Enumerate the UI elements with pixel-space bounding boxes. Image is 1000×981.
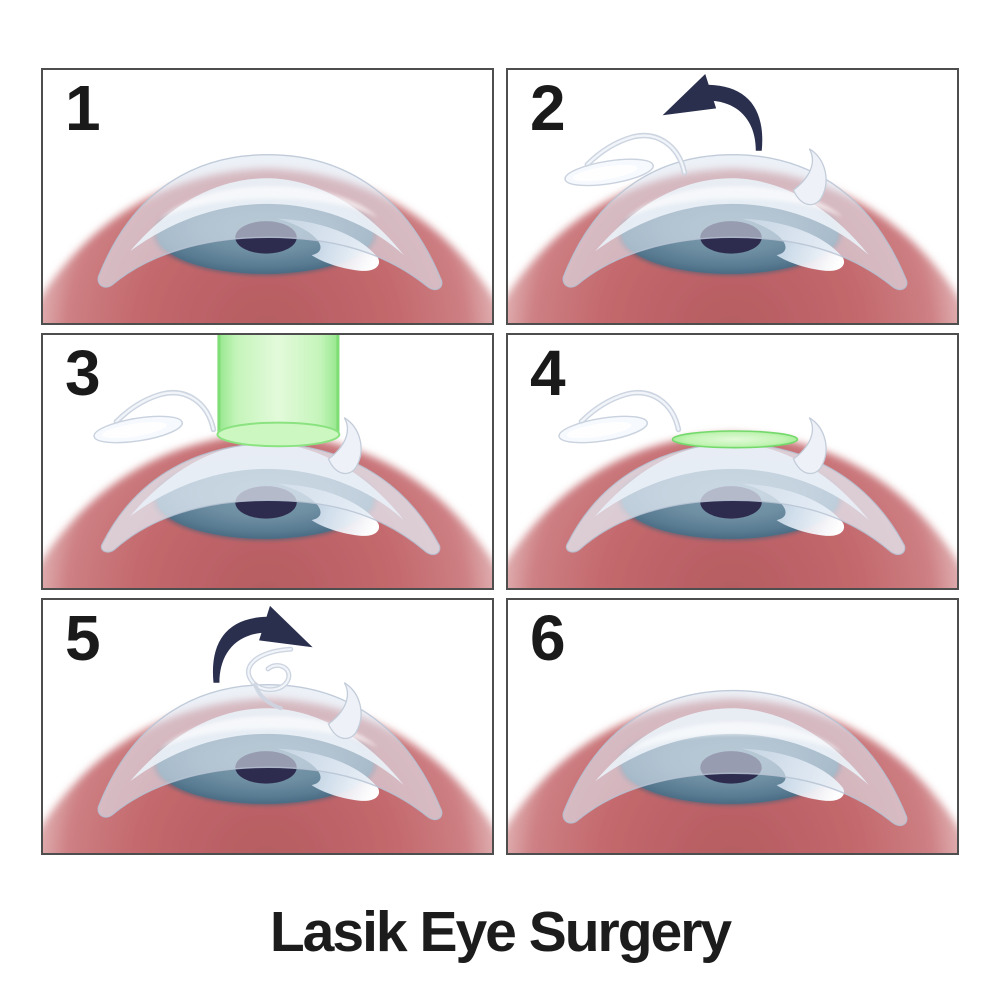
flap-lifted-illustration (508, 73, 957, 323)
step-number-2: 2 (530, 72, 566, 144)
intact-eye-illustration (43, 70, 492, 323)
panel-step-6: 6 (506, 598, 959, 855)
step-number-1: 1 (65, 72, 101, 144)
panel-step-4: 4 (506, 333, 959, 590)
diagram-title: Lasik Eye Surgery (269, 900, 732, 964)
step-number-6: 6 (530, 602, 566, 674)
corneal-flap-graphic (92, 393, 213, 448)
flap-repositioned-illustration (43, 605, 492, 853)
curved-arrow-left-icon (662, 73, 763, 151)
laser-reshaping-illustration (43, 335, 492, 588)
healed-eye-illustration (508, 600, 957, 853)
corneal-flap-graphic (557, 393, 678, 448)
green-laser-beam-icon (215, 335, 341, 448)
step-number-3: 3 (65, 337, 101, 409)
panel-step-1: 1 (41, 68, 494, 325)
panel-step-5: 5 (41, 598, 494, 855)
green-treated-zone-icon (671, 430, 799, 449)
panel-step-2: 2 (506, 68, 959, 325)
curved-arrow-right-icon (212, 605, 313, 683)
panel-step-3: 3 (41, 333, 494, 590)
step-number-5: 5 (65, 602, 101, 674)
step-number-4: 4 (530, 337, 566, 409)
reshaped-cornea-illustration (508, 335, 957, 588)
